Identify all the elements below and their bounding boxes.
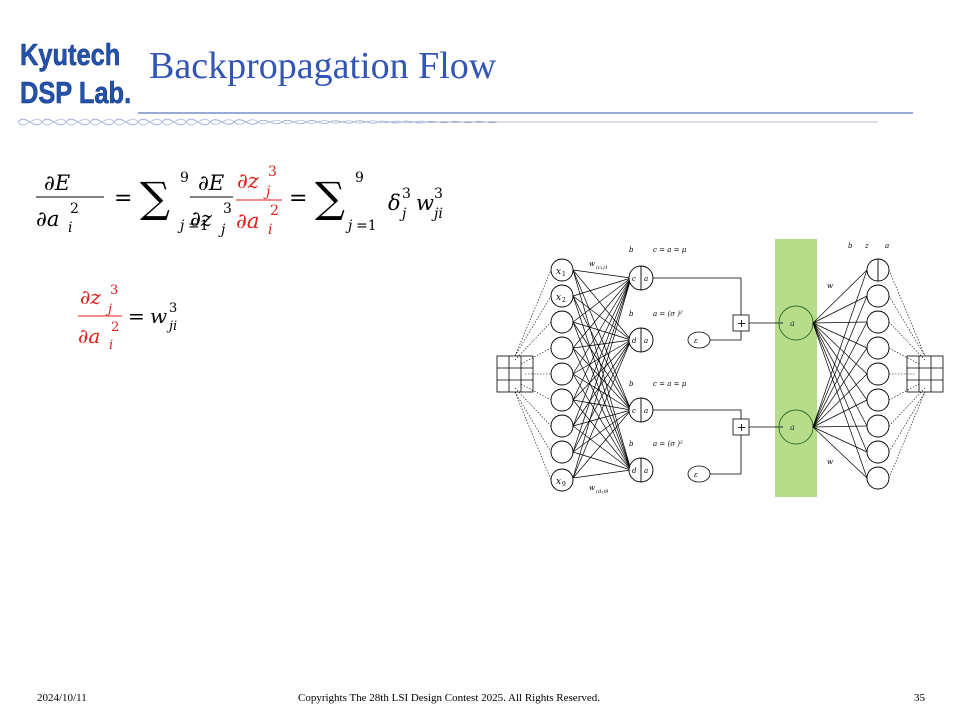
- svg-text:c = a = μ: c = a = μ: [653, 380, 687, 388]
- svg-text:2: 2: [270, 203, 279, 219]
- svg-text:∂z: ∂z: [80, 285, 101, 309]
- svg-text:3: 3: [268, 164, 277, 180]
- svg-text:b: b: [848, 242, 853, 250]
- svg-text:a = (σ )²: a = (σ )²: [653, 440, 683, 448]
- svg-text:x: x: [556, 267, 561, 277]
- svg-text:w: w: [416, 191, 434, 215]
- svg-text:ji: ji: [166, 319, 177, 334]
- svg-text:a: a: [644, 407, 648, 415]
- svg-text:a: a: [644, 337, 648, 345]
- svg-text:∂a: ∂a: [236, 209, 259, 233]
- svg-text:3: 3: [402, 186, 411, 202]
- svg-text:j: j: [177, 218, 185, 234]
- svg-text:∑: ∑: [315, 173, 345, 222]
- title-wave-rule: [18, 112, 913, 126]
- svg-text:9: 9: [180, 170, 189, 186]
- svg-text:j: j: [345, 218, 353, 234]
- svg-text:ji: ji: [431, 206, 443, 222]
- svg-text:w: w: [589, 484, 595, 492]
- svg-text:=: =: [128, 304, 145, 328]
- svg-text:c = a = μ: c = a = μ: [653, 246, 687, 254]
- svg-text:∂a: ∂a: [78, 324, 100, 348]
- svg-text:b: b: [629, 380, 634, 388]
- svg-text:w: w: [827, 458, 833, 466]
- svg-text:j: j: [105, 302, 112, 317]
- svg-text:b: b: [629, 440, 634, 448]
- logo: Kyutech DSP Lab.: [20, 37, 140, 114]
- svg-text:a: a: [790, 423, 795, 432]
- svg-text:=1: =1: [356, 218, 377, 234]
- main-equation: ∂E ∂a 2 i = ∑ 9 j =1 ∂E ∂z 3 j ∂z 3 j ∂a…: [36, 164, 443, 238]
- svg-text:9: 9: [562, 481, 566, 488]
- svg-text:c: c: [632, 275, 636, 283]
- svg-text:+: +: [737, 421, 746, 434]
- logo-line-2: DSP Lab.: [20, 75, 132, 110]
- svg-text:3: 3: [110, 283, 118, 298]
- svg-text:d: d: [632, 337, 637, 345]
- svg-text:b: b: [629, 310, 634, 318]
- svg-text:2: 2: [562, 297, 566, 304]
- svg-text:ε: ε: [694, 471, 698, 479]
- svg-text:a: a: [885, 242, 889, 250]
- svg-text:2: 2: [111, 320, 119, 335]
- svg-text:a: a: [644, 275, 648, 283]
- svg-text:x: x: [556, 477, 561, 487]
- svg-text:(c₁)1: (c₁)1: [596, 264, 608, 271]
- svg-text:w: w: [589, 260, 595, 268]
- svg-text:=1: =1: [188, 218, 209, 234]
- svg-text:∂E: ∂E: [198, 171, 224, 195]
- logo-line-1: Kyutech: [20, 37, 121, 72]
- svg-text:w: w: [827, 282, 833, 290]
- svg-text:i: i: [268, 222, 272, 238]
- svg-text:(d₂)9: (d₂)9: [596, 488, 609, 495]
- svg-text:j: j: [399, 206, 407, 222]
- svg-text:i: i: [109, 338, 113, 352]
- svg-text:d: d: [632, 467, 637, 475]
- svg-text:x: x: [556, 293, 561, 303]
- svg-text:a: a: [790, 319, 795, 328]
- svg-text:z: z: [864, 242, 869, 250]
- svg-text:a = (σ )²: a = (σ )²: [653, 310, 683, 318]
- svg-text:∂z: ∂z: [190, 207, 213, 231]
- partial-derivative-equation: ∂z 3 j ∂a 2 i = w 3 ji: [78, 283, 177, 352]
- svg-text:2: 2: [70, 201, 79, 217]
- footer-date: 2024/10/11: [37, 692, 87, 704]
- svg-text:∂E: ∂E: [44, 171, 70, 195]
- svg-text:9: 9: [355, 170, 364, 186]
- svg-text:j: j: [263, 184, 271, 200]
- svg-text:+: +: [737, 317, 746, 330]
- svg-text:j: j: [218, 222, 226, 238]
- svg-text:δ: δ: [388, 191, 401, 215]
- svg-text:∂a: ∂a: [36, 207, 59, 231]
- svg-text:∑: ∑: [140, 173, 170, 222]
- svg-text:3: 3: [223, 201, 232, 217]
- svg-text:b: b: [629, 246, 634, 254]
- svg-text:w: w: [150, 304, 167, 328]
- svg-text:1: 1: [562, 271, 566, 278]
- svg-text:∂z: ∂z: [237, 169, 260, 193]
- svg-text:a: a: [644, 467, 648, 475]
- footer-copyright: Copyrights The 28th LSI Design Contest 2…: [298, 692, 600, 704]
- svg-text:=: =: [289, 186, 307, 211]
- svg-text:=: =: [114, 186, 132, 211]
- footer-page-number: 35: [914, 692, 925, 704]
- svg-text:3: 3: [434, 186, 443, 202]
- svg-text:i: i: [68, 220, 72, 236]
- svg-text:ε: ε: [694, 337, 698, 345]
- slide-title: Backpropagation Flow: [149, 45, 497, 87]
- svg-text:c: c: [632, 407, 636, 415]
- svg-text:3: 3: [169, 301, 177, 316]
